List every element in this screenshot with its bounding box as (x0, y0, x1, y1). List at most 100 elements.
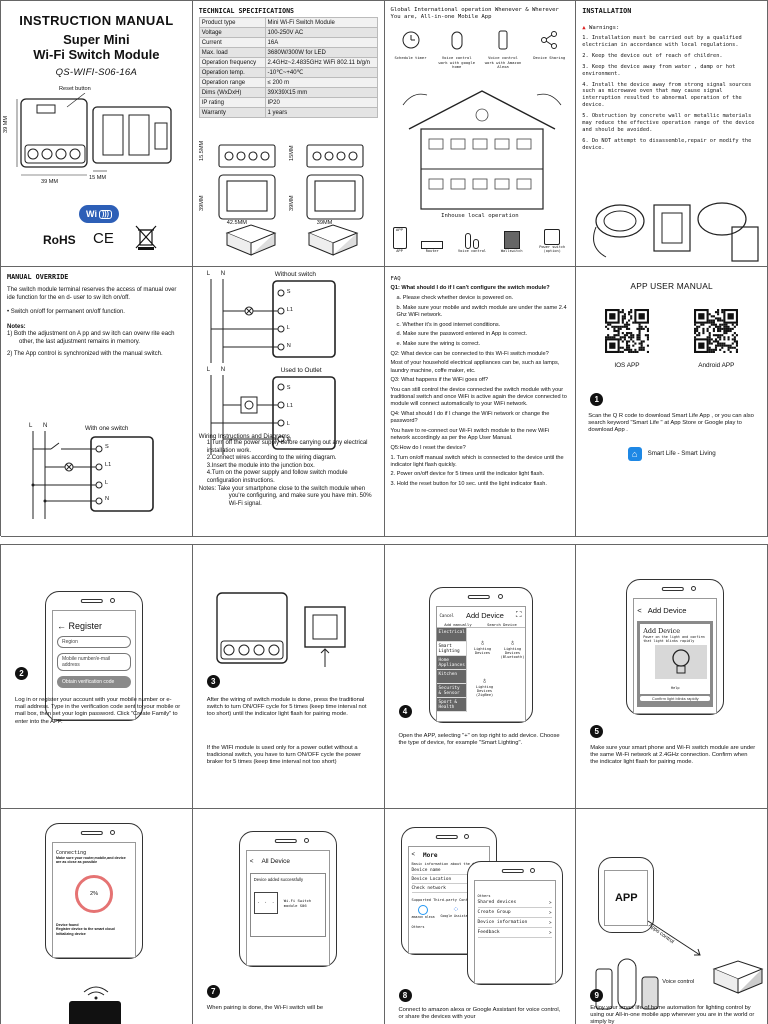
rohs-mark: RoHS (43, 233, 76, 247)
dim-f: 39MM (316, 220, 333, 226)
bottom-sheet: ← Register Region Mobile number/e-mail a… (0, 544, 768, 1024)
phone-add-device: Cancel Add Device ⛶ Add manually Search … (428, 587, 533, 723)
spec-value: 100-250V AC (264, 27, 378, 38)
warnings-label: ▲ Warnings: (582, 25, 620, 31)
step-8-text: Connect to amazon alexa or Google Assist… (398, 1007, 561, 1021)
confirm-blink-button[interactable]: Confirm light blinks rapidly (640, 696, 711, 701)
back-arrow-icon[interactable]: < (411, 852, 416, 858)
spec-row: Operation range≤ 200 m (198, 77, 378, 88)
wifi-signal-icon (83, 986, 109, 1000)
step-9-text: Enjoy your smart life of home automation… (590, 1005, 755, 1024)
more-row[interactable]: Device Location (411, 875, 486, 884)
wiring-n-label-2: N (220, 367, 226, 373)
settings-row-label: Shared devices (477, 900, 517, 905)
category-item[interactable]: Security & Sensor (436, 684, 466, 698)
wiring-step: 4.Turn on the power supply and follow sw… (206, 470, 348, 484)
step-8-panel: <More Basic information about the device… (385, 809, 577, 1024)
settings-row[interactable]: Device information> (477, 918, 552, 928)
device-grid: ♁Lighting Devices ♁Lighting Devices (Blu… (467, 628, 525, 712)
app-manual-title: APP USER MANUAL (630, 281, 713, 291)
device-lighting[interactable]: ♁Lighting Devices (471, 638, 495, 655)
device-name[interactable]: Wi-Fi Switch module S06 (283, 898, 312, 908)
region-field[interactable]: Region (57, 636, 131, 648)
dim-a: 15.5MM (198, 140, 205, 161)
google-option[interactable]: ⁘Google Assistant (440, 905, 472, 918)
category-item[interactable]: Kitchen (436, 670, 466, 684)
category-item[interactable]: Sport & Health (436, 698, 466, 712)
connecting-hint: Make sure your router,mobile,and device … (56, 856, 126, 865)
installation-panel: INSTALLATION ▲ Warnings: 1. Installation… (576, 1, 768, 267)
faq-a1-item: c. Whether it's in good internet conditi… (396, 321, 501, 328)
settings-row-label: Create Group (477, 910, 511, 915)
spec-title: TECHNICAL SPECIFICATIONS (198, 7, 295, 15)
all-device-title: All Device (261, 858, 290, 865)
settings-row[interactable]: Shared devices> (477, 898, 552, 908)
help-link[interactable]: Help (670, 686, 680, 690)
dimension-drawings (218, 144, 364, 256)
android-qr-code-icon[interactable] (694, 309, 739, 353)
alexa-option[interactable]: amazon alexa (412, 905, 435, 919)
device-lighting-bt[interactable]: ♁Lighting Devices (Bluetooth) (499, 638, 525, 659)
installation-item: 4. Install the device away from strong s… (582, 81, 752, 109)
faq-q5: Q5:How do I reset the device? (390, 444, 466, 451)
override-intro: The switch module terminal reserves the … (7, 287, 177, 301)
step-6-panel: Connecting Make sure your router,mobile,… (1, 809, 193, 1024)
spec-row: Operation temp.-10℃~+40℃ (198, 67, 378, 78)
qr-ios[interactable]: IOS APP (604, 309, 649, 369)
faq-a1-item: b. Make sure your mobile and switch modu… (396, 304, 567, 318)
spec-value: 1 years (264, 107, 378, 118)
more-row[interactable]: Device name (411, 866, 486, 875)
device-wallswitch: Wallswitch (501, 231, 522, 253)
settings-row[interactable]: Create Group> (477, 908, 552, 918)
wiring-step: 3.Insert the module into the junction bo… (206, 462, 315, 469)
dim-b: 15MM (288, 145, 295, 161)
smart-life-brand: ⌂ Smart Life - Smart Living (582, 446, 761, 461)
clock-icon (402, 31, 419, 49)
faq-q1: Q1: What should I do if I can't configur… (390, 285, 550, 292)
back-arrow-icon[interactable]: < (637, 606, 642, 615)
settings-row[interactable]: Feedback> (477, 928, 552, 938)
phone-all-device: <All Device Device added successfully ··… (238, 831, 337, 967)
step-8-badge: 8 (398, 989, 412, 1002)
note-1: 1) Both the adjustment on A pp and sw it… (7, 331, 175, 345)
step-3-badge: 3 (206, 675, 220, 688)
category-item[interactable]: Home Appliances (436, 656, 466, 670)
spec-row: Dims (WxDxH)39X39X15 mm (198, 87, 378, 98)
more-row[interactable]: Check network (411, 884, 486, 893)
spec-key: Warranty (198, 107, 266, 118)
account-field[interactable]: Mobile number/e-mail address (57, 653, 131, 671)
note-2: 2) The App control is synchronized with … (7, 350, 163, 357)
device-lighting-zigbee[interactable]: ♁Lighting Devices (ZigBee) (471, 676, 499, 697)
wiring-step: 2.Connect wires according to the wiring … (206, 455, 337, 462)
tab-search-device[interactable]: Search Device (487, 622, 517, 627)
category-item[interactable]: Electrical (436, 628, 466, 642)
qr-android[interactable]: Android APP (694, 309, 739, 369)
phone-app: APP (598, 857, 655, 933)
term-l: L (105, 480, 109, 486)
switch-device-icon: ··· (253, 892, 278, 914)
register-title[interactable]: ← Register (57, 621, 103, 631)
installation-item: 5. Obstruction by concrete wall or metal… (582, 113, 755, 133)
category-item[interactable]: Smart Lighting (436, 642, 466, 656)
cancel-link[interactable]: Cancel (439, 612, 454, 618)
override-wiring-diagram (31, 431, 154, 519)
step-7-text: When pairing is done, the Wi-Fi switch w… (206, 1005, 324, 1011)
app-manual-panel: APP USER MANUAL IOS APP Android APP 1 Sc… (576, 267, 768, 537)
back-arrow-icon[interactable]: < (249, 858, 254, 865)
step-3-text-2: If the WIFI module is used only for a po… (206, 745, 362, 766)
device-power-switch: Power switch (option) (537, 229, 567, 253)
all-device-screen: <All Device Device added successfully ··… (245, 850, 330, 966)
ios-qr-code-icon[interactable] (604, 309, 649, 353)
tab-add-manually[interactable]: Add manually (444, 622, 472, 627)
feature-sharing: Device Sharing (529, 29, 569, 70)
verification-button[interactable]: Obtain verification code (57, 676, 131, 688)
faq-title: FAQ (390, 275, 401, 282)
spec-key: Operation frequency (198, 57, 266, 68)
scan-icon[interactable]: ⛶ (515, 610, 522, 619)
dim-d: 42.5MM (226, 220, 247, 226)
spec-key: Voltage (198, 27, 266, 38)
faq-a4: You have to re-connect our Wi-Fi switch … (390, 427, 550, 442)
android-app-label: Android APP (698, 362, 735, 369)
faq-q3: Q3: What happens if the WiFi goes off? (390, 377, 489, 384)
